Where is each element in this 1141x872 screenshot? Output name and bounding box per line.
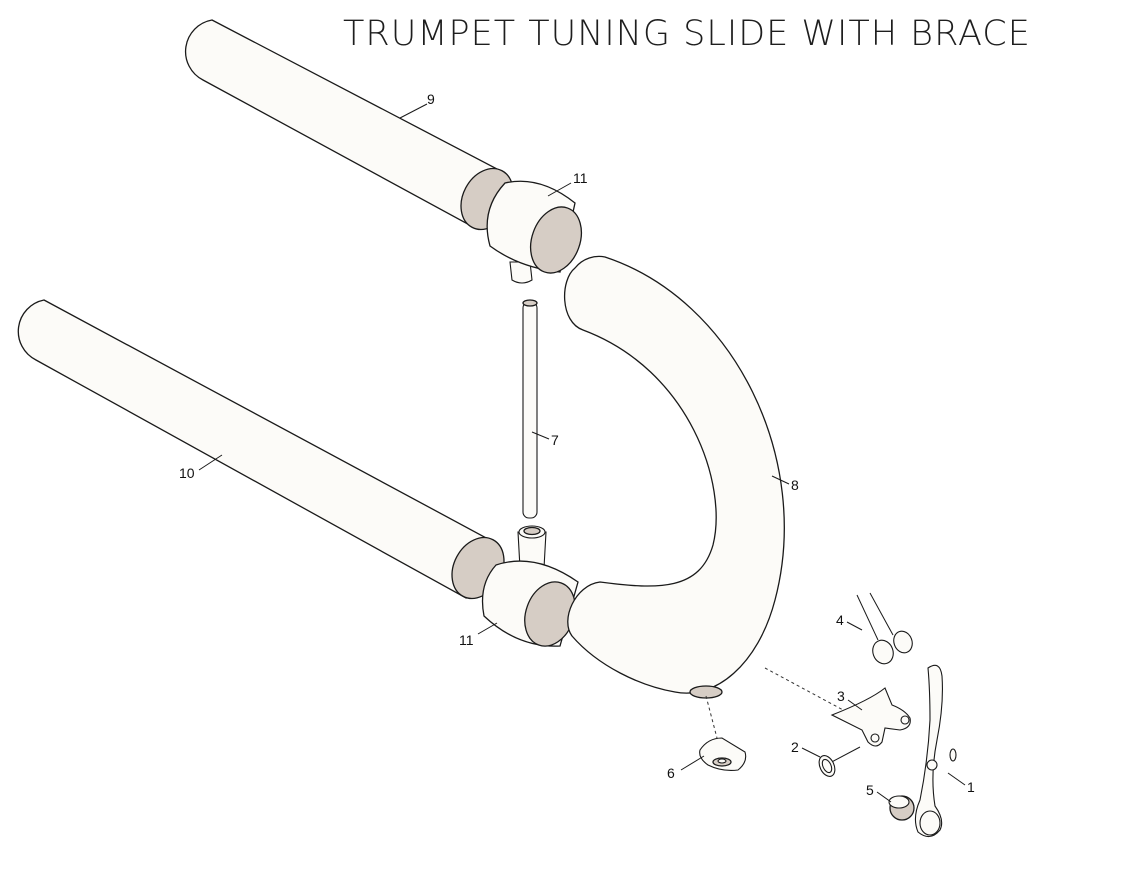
part-5-cap — [888, 795, 915, 821]
part-6-cork — [699, 737, 747, 771]
part-1-thumb-hook — [914, 664, 957, 838]
part-7-brace-rod — [522, 299, 538, 519]
leader-2 — [801, 747, 821, 758]
leader-1 — [947, 772, 966, 786]
part-11-upper-ferrule — [486, 180, 583, 284]
leader-4 — [846, 621, 863, 631]
part-8-u-crook — [564, 255, 785, 699]
part-9-upper-tube — [185, 19, 514, 231]
label-part-2: 2 — [791, 739, 799, 755]
assembly-line-6 — [705, 695, 718, 739]
label-part-1: 1 — [967, 779, 975, 795]
part-4-spring-clips — [856, 592, 913, 665]
leader-8 — [771, 475, 790, 485]
part-10-lower-tube — [17, 299, 505, 600]
leader-9 — [399, 103, 428, 119]
label-part-6: 6 — [667, 765, 675, 781]
diagram-title: TRUMPET TUNING SLIDE WITH BRACE — [343, 14, 1031, 54]
label-part-4: 4 — [836, 612, 844, 628]
label-part-10: 10 — [179, 465, 195, 481]
label-part-7: 7 — [551, 432, 559, 448]
label-part-5: 5 — [866, 782, 874, 798]
leader-3 — [847, 699, 863, 711]
leader-11-upper — [547, 182, 572, 197]
label-part-11-upper: 11 — [573, 170, 588, 186]
leader-7 — [531, 431, 550, 440]
part-2-screw — [818, 746, 861, 777]
leader-10 — [198, 454, 223, 471]
label-part-8: 8 — [791, 477, 799, 493]
part-11-lower-ferrule — [481, 525, 579, 647]
leader-6 — [680, 755, 705, 771]
leader-11-lower — [477, 622, 498, 635]
label-part-9: 9 — [427, 91, 435, 107]
leader-5 — [876, 791, 892, 803]
label-part-11-lower: 11 — [459, 632, 474, 648]
part-3-bracket — [830, 687, 911, 747]
label-part-3: 3 — [837, 688, 845, 704]
